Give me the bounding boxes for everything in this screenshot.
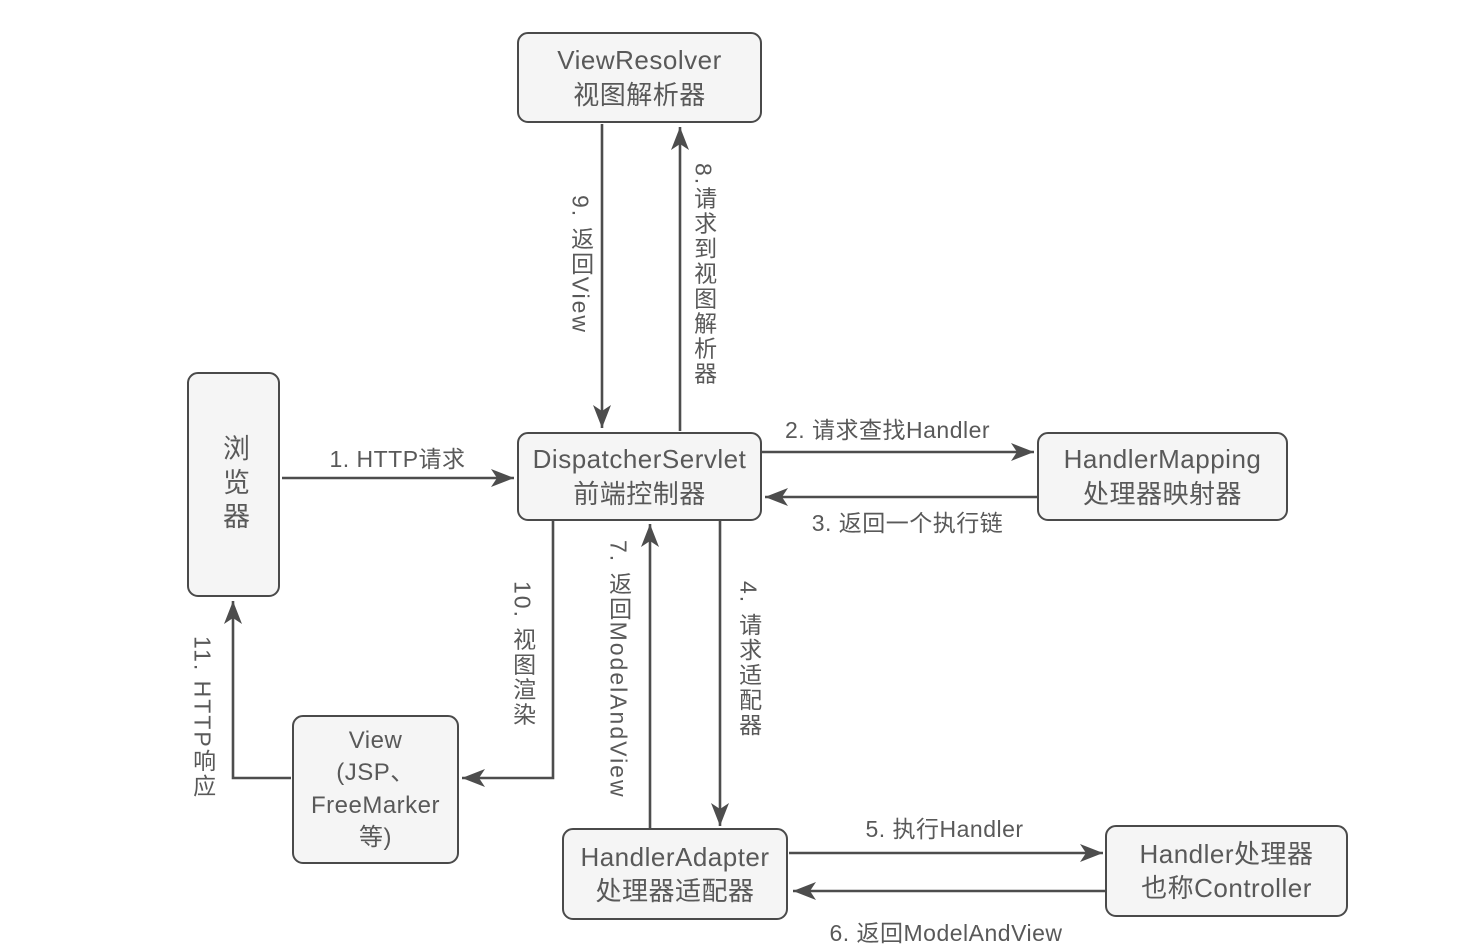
edge-label-1-http-request: 1. HTTP请求 — [329, 446, 466, 472]
edge-label-8-to-viewresolver: 8.请求到视图解析器 — [690, 163, 717, 387]
node-handleradapter-name: HandlerAdapter — [580, 841, 770, 872]
node-handler-subtitle: 也称Controller — [1141, 873, 1312, 903]
node-handlermapping-name: HandlerMapping — [1063, 444, 1262, 475]
node-view-name: View — [348, 726, 403, 754]
edge-11-http-response-line — [224, 601, 291, 780]
node-dispatcherservlet-name: DispatcherServlet — [532, 444, 747, 475]
node-viewresolver-subtitle: 视图解析器 — [573, 79, 706, 110]
edge-label-9-return-view: 9. 返回View — [567, 195, 594, 335]
node-view: View (JSP、 FreeMarker 等) — [292, 715, 459, 864]
edge-label-11-http-response: 11. HTTP响应 — [189, 636, 216, 799]
node-view-line4: 等) — [359, 823, 392, 851]
node-handleradapter-subtitle: 处理器适配器 — [595, 876, 755, 906]
edge-label-10-render-view: 10. 视图渲染 — [509, 581, 536, 728]
node-handlermapping-subtitle: 处理器映射器 — [1082, 478, 1242, 509]
edge-10-render-view-line — [462, 521, 555, 787]
edge-label-4-request-adapter: 4. 请求适配器 — [735, 581, 762, 738]
node-handleradapter: HandlerAdapter 处理器适配器 — [562, 828, 788, 920]
node-browser-label: 浏览器 — [219, 433, 249, 536]
edge-label-3-return-chain: 3. 返回一个执行链 — [811, 510, 1004, 536]
node-browser: 浏览器 — [187, 372, 280, 597]
edge-label-6-return-mav: 6. 返回ModelAndView — [829, 920, 1063, 946]
node-handler: Handler处理器 也称Controller — [1105, 825, 1348, 917]
node-handlermapping: HandlerMapping 处理器映射器 — [1037, 432, 1288, 521]
node-handler-name: Handler处理器 — [1139, 838, 1314, 869]
node-viewresolver-name: ViewResolver — [557, 45, 722, 76]
node-view-line2: (JSP、 — [336, 759, 415, 787]
node-viewresolver: ViewResolver 视图解析器 — [517, 32, 762, 123]
node-dispatcherservlet-subtitle: 前端控制器 — [573, 478, 706, 509]
edge-label-2-find-handler: 2. 请求查找Handler — [784, 417, 991, 443]
edge-label-7-return-mav: 7. 返回ModelAndView — [605, 540, 632, 799]
edge-label-5-execute-handler: 5. 执行Handler — [865, 816, 1024, 842]
node-dispatcherservlet: DispatcherServlet 前端控制器 — [517, 432, 762, 521]
node-view-line3: FreeMarker — [310, 791, 441, 819]
